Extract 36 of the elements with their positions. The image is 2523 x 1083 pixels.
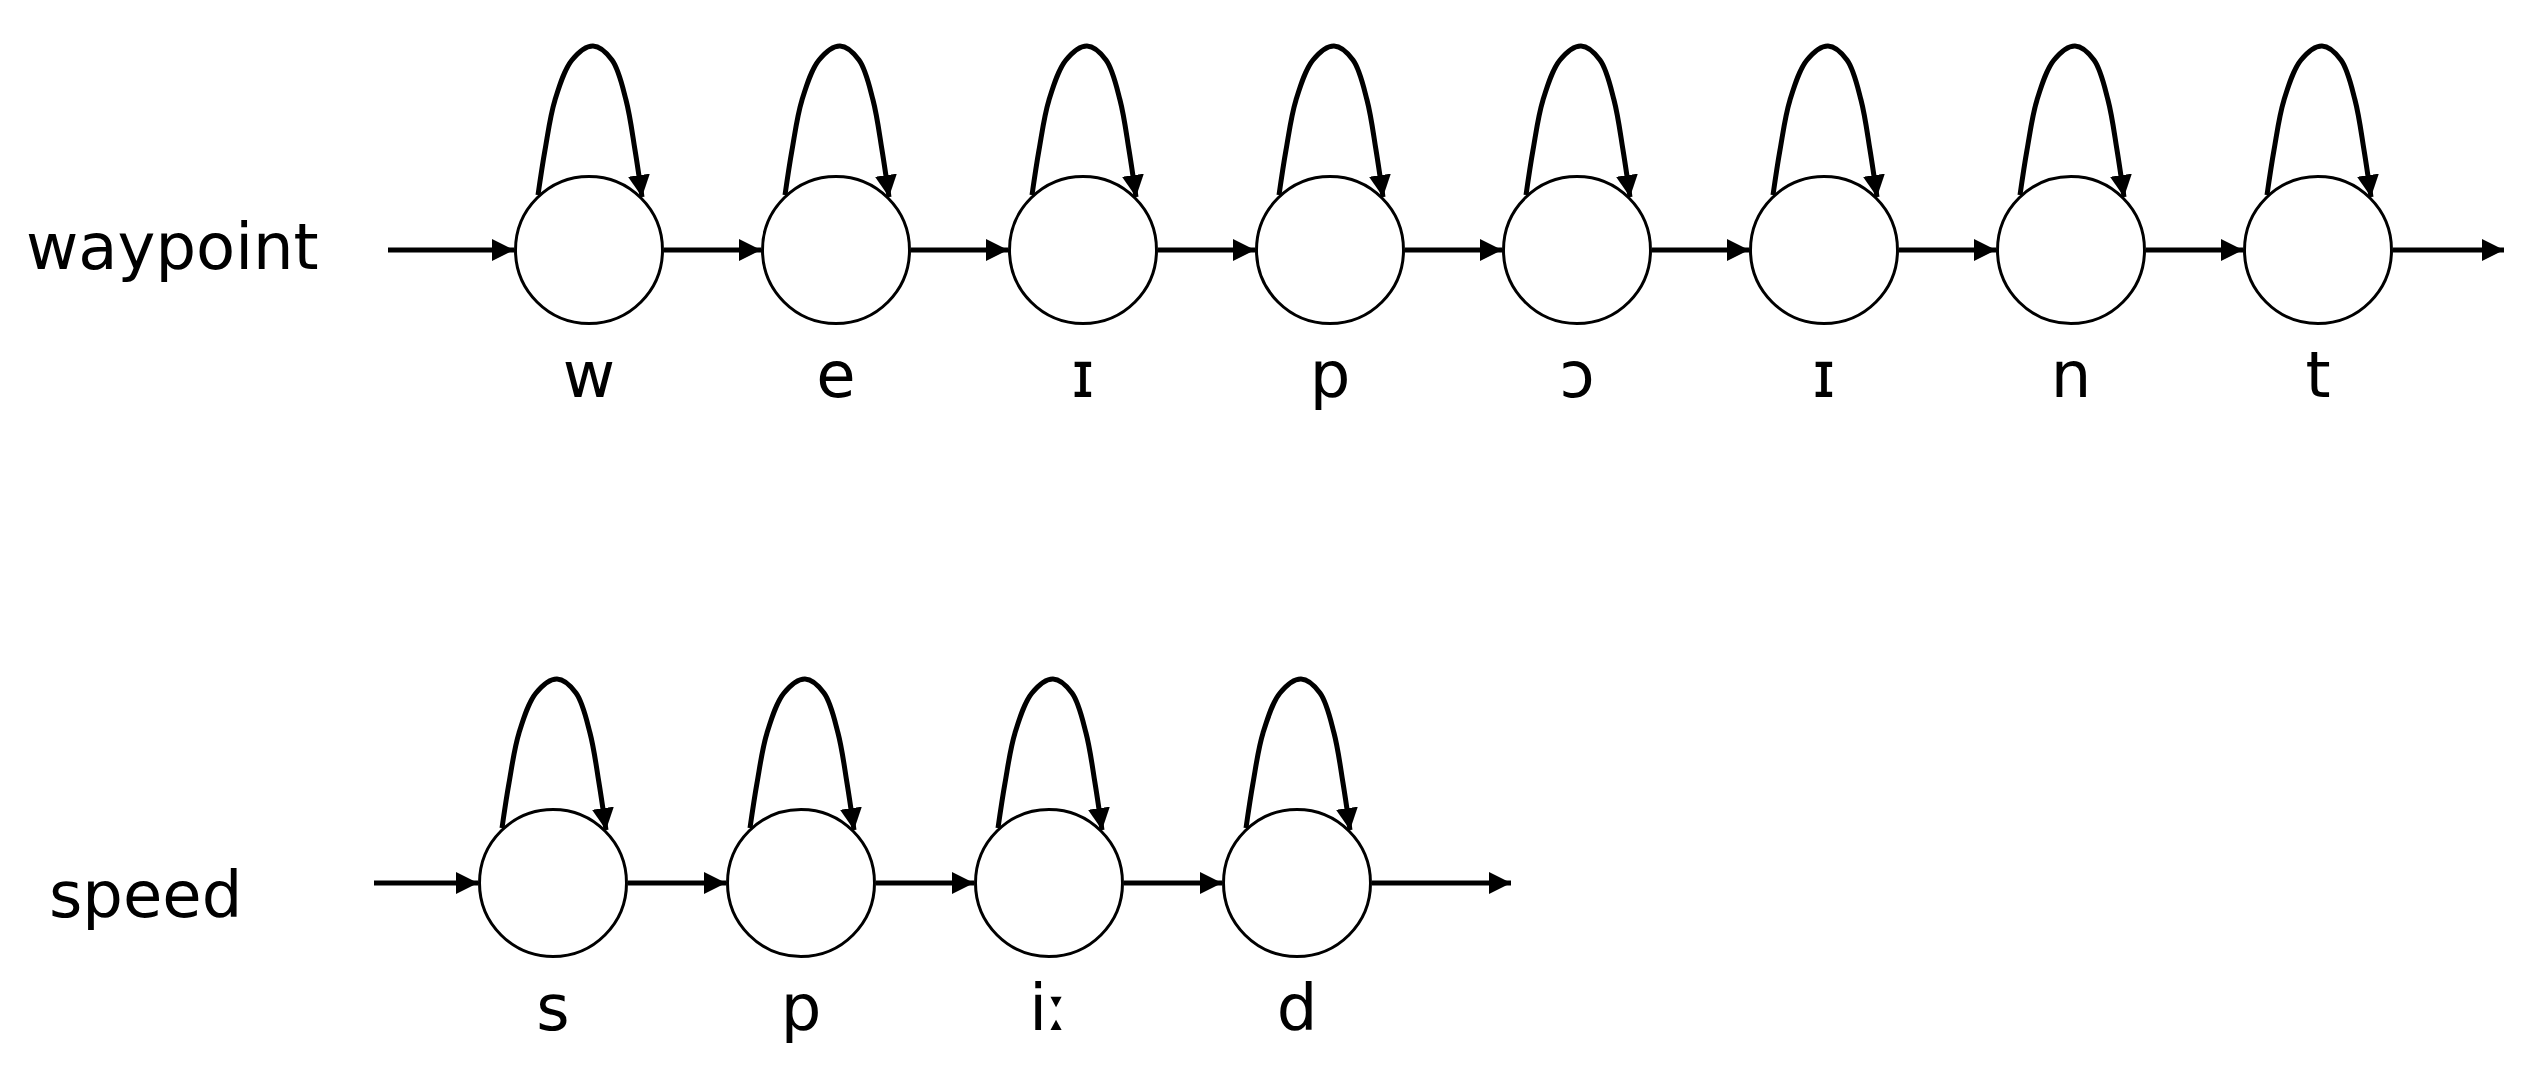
- self-loop-arrow: [995, 676, 1110, 831]
- arrow: [911, 239, 1008, 261]
- self-loop-arrow: [499, 676, 614, 831]
- arrow: [1899, 239, 1996, 261]
- self-loop-arrow: [1029, 43, 1144, 198]
- arrow: [1405, 239, 1502, 261]
- self-loop-arrow: [1523, 43, 1638, 198]
- arrow: [1372, 872, 1511, 894]
- arrow: [1158, 239, 1255, 261]
- phoneme-label: t: [2305, 342, 2331, 407]
- self-loop-arrow: [535, 43, 650, 198]
- phoneme-label: n: [2050, 342, 2092, 407]
- self-loop-arrow: [782, 43, 897, 198]
- arrow: [876, 872, 974, 894]
- self-loop-arrow: [2017, 43, 2132, 198]
- phoneme-label: s: [536, 975, 570, 1040]
- self-loop-arrow: [747, 676, 862, 831]
- arrow: [2146, 239, 2243, 261]
- arrow: [374, 872, 478, 894]
- phoneme-label: ɪ: [1812, 342, 1836, 407]
- arrow: [388, 239, 514, 261]
- self-loop-arrow: [1770, 43, 1885, 198]
- self-loop-arrow: [2264, 43, 2379, 198]
- phoneme-label: ɪ: [1071, 342, 1095, 407]
- phoneme-label: iː: [1029, 975, 1069, 1040]
- self-loop-arrow: [1243, 676, 1358, 831]
- phoneme-label: w: [562, 342, 616, 407]
- phoneme-label: d: [1276, 975, 1318, 1040]
- phoneme-label: e: [816, 342, 856, 407]
- arrow: [1652, 239, 1749, 261]
- arrow: [2393, 239, 2504, 261]
- self-loop-arrow: [1276, 43, 1391, 198]
- arrow: [1124, 872, 1222, 894]
- arrow: [628, 872, 726, 894]
- arrow: [664, 239, 761, 261]
- phoneme-label: ɔ: [1559, 342, 1595, 407]
